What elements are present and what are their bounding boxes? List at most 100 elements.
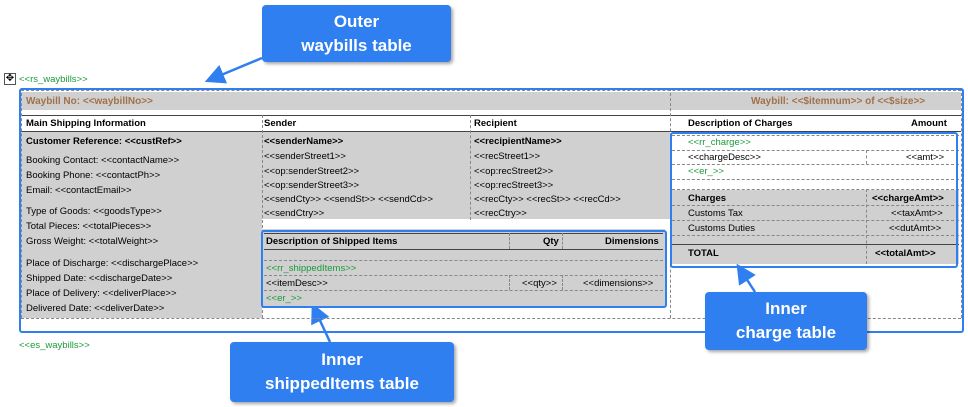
main-info-panel [21, 132, 262, 318]
sender-street2: <<op:senderStreet2>> [264, 166, 360, 177]
outer-waybills-table: Waybill No: <<waybillNo>> Waybill: <<$it… [19, 88, 964, 332]
shipped-items-panel [262, 229, 665, 308]
waybill-number-label: Waybill No: <<waybillNo>> [26, 96, 153, 107]
separator-v1 [262, 115, 263, 318]
charge-row-rule7 [672, 235, 959, 236]
inner-charge-highlight [670, 132, 958, 268]
recipient-street2: <<op:recStreet2>> [474, 166, 554, 177]
shipped-header-qty: Qty [543, 236, 559, 247]
recipient-street3: <<op:recStreet3>> [474, 180, 554, 191]
separator-v4 [961, 88, 962, 318]
shipped-item-dimensions: <<dimensions>> [583, 278, 654, 289]
total-pieces: Total Pieces: <<totalPieces>> [26, 221, 152, 232]
sender-street1: <<senderStreet1>> [264, 151, 346, 162]
customs-duties-label: Customs Duties [688, 223, 756, 234]
shipped-item-description: <<itemDesc>> [266, 278, 328, 289]
shipped-sep-v1 [509, 233, 510, 249]
col-description-charges-header: Description of Charges [688, 118, 793, 129]
total-amount: <<totalAmt>> [875, 248, 936, 259]
tag-rs-waybills: <<rs_waybills>> [19, 74, 88, 85]
waybill-header-band [21, 92, 961, 110]
shipped-date: Shipped Date: <<dischargeDate>> [26, 273, 173, 284]
waybill-item-count-label: Waybill: <<$itemnum>> of <<$size>> [751, 96, 926, 107]
shipped-header-bottom-rule [264, 249, 663, 250]
charge-row-rule4 [672, 189, 959, 190]
sender-name: <<senderName>> [264, 136, 344, 147]
shipped-row-rule3 [264, 290, 663, 291]
charges-summary-panel [672, 190, 959, 264]
booking-phone: Booking Phone: <<contactPh>> [26, 170, 161, 181]
total-label: TOTAL [688, 248, 719, 259]
shipped-row-sep-v1 [509, 275, 510, 290]
charge-description: <<chargeDesc>> [688, 152, 761, 163]
type-of-goods: Type of Goods: <<goodsType>> [26, 206, 162, 217]
shipped-row-sep-v2 [562, 275, 563, 290]
callout-inner-charge: Inner charge table [705, 292, 867, 350]
customs-tax-amount: <<taxAmt>> [891, 208, 943, 219]
sender-city-line: <<sendCty>> <<sendSt>> <<sendCd>> [264, 194, 434, 205]
tag-es-waybills: <<es_waybills>> [19, 340, 90, 351]
shipped-row-rule2 [264, 275, 663, 276]
recipient-city-line: <<recCty>> <<recSt>> <<recCd>> [474, 194, 621, 205]
recipient-street1: <<recStreet1>> [474, 151, 541, 162]
callout-inner-shipped-items: Inner shippedItems table [230, 342, 454, 402]
shipped-header-dimensions: Dimensions [605, 236, 659, 247]
sender-street3: <<op:senderStreet3>> [264, 180, 360, 191]
sender-recipient-panel [262, 132, 670, 219]
gross-weight: Gross Weight: <<totalWeight>> [26, 236, 159, 247]
outer-top-rule [21, 90, 961, 91]
sender-country: <<sendCtry>> [264, 208, 325, 219]
col-sender-header: Sender [264, 118, 297, 129]
separator-v2 [470, 115, 471, 220]
customs-tax-label: Customs Tax [688, 208, 743, 219]
callout-shipped-line1: Inner [321, 350, 363, 369]
email: Email: <<contactEmail>> [26, 185, 132, 196]
charge-row-rule6 [672, 220, 959, 221]
charges-total-amount: <<chargeAmt>> [872, 193, 944, 204]
header-top-rule [21, 115, 961, 116]
shipped-row-rule1 [264, 260, 663, 261]
charge-amount: <<amt>> [906, 152, 945, 163]
charge-row-rule0 [672, 135, 959, 136]
charges-label: Charges [688, 193, 727, 204]
outer-bottom-rule [21, 318, 961, 319]
tag-rr-charge: <<rr_charge>> [688, 137, 751, 148]
charge-total-rule [672, 244, 959, 245]
shipped-item-qty: <<qty>> [522, 278, 557, 289]
charge-row-rule3 [672, 179, 959, 180]
delivered-date: Delivered Date: <<deliverDate>> [26, 303, 165, 314]
place-of-delivery: Place of Delivery: <<deliverPlace>> [26, 288, 177, 299]
table-move-handle-icon[interactable]: ✥ [4, 73, 16, 85]
place-of-discharge: Place of Discharge: <<dischargePlace>> [26, 258, 199, 269]
inner-shipped-items-highlight [261, 230, 667, 308]
tag-er-shipped-items: <<er_>> [266, 293, 302, 304]
callout-outer-waybills: Outer waybills table [262, 5, 451, 62]
charge-row-rule5 [672, 205, 959, 206]
col-recipient-header: Recipient [474, 118, 517, 129]
col-main-header: Main Shipping Information [26, 118, 146, 129]
col-amount-header: Amount [911, 118, 947, 129]
customs-duties-amount: <<dutAmt>> [889, 223, 942, 234]
charge-sep-v [866, 150, 867, 164]
recipient-country: <<recCtry>> [474, 208, 527, 219]
booking-contact: Booking Contact: <<contactName>> [26, 155, 180, 166]
shipped-sep-v2 [562, 233, 563, 249]
charge-summary-sep-v [866, 189, 867, 264]
callout-shipped-line2: shippedItems table [265, 374, 419, 393]
charge-row-rule2 [672, 164, 959, 165]
header-bottom-rule [21, 131, 961, 132]
callout-charge-line1: Inner [765, 299, 807, 318]
callout-outer-line1: Outer [333, 11, 380, 31]
shipped-header-description: Description of Shipped Items [266, 236, 398, 247]
callout-charge-line2: charge table [735, 323, 837, 342]
shipped-header-top-rule [264, 233, 663, 234]
charge-row-rule1 [672, 150, 959, 151]
outer-waybills-highlight [19, 88, 964, 333]
tag-rr-shipped-items: <<rr_shippedItems>> [266, 263, 357, 274]
tag-er-charge: <<er_>> [688, 166, 724, 177]
separator-v0 [21, 88, 22, 318]
recipient-name: <<recipientName>> [474, 136, 562, 147]
callout-outer-line2: waybills table [301, 35, 412, 55]
customer-reference: Customer Reference: <<custRef>> [26, 136, 182, 147]
